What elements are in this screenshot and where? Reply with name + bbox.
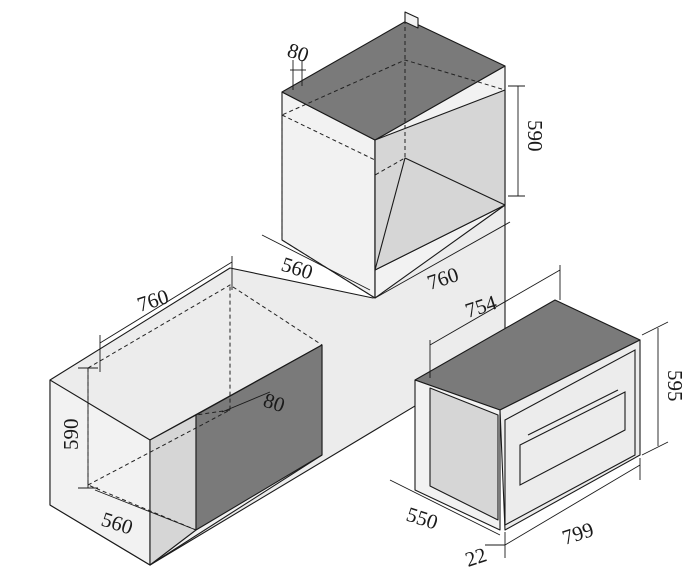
- dimension-lines: [78, 60, 669, 558]
- oven-appliance: [414, 299, 641, 531]
- upper-recess: [281, 20, 506, 299]
- upper-back-panel: [404, 11, 419, 29]
- oven-side-shadow: [429, 387, 499, 521]
- lower-recess-side: [149, 414, 197, 566]
- lower-recess-back: [195, 344, 323, 531]
- label-oven-front-thickness-22: 22: [462, 542, 489, 571]
- oven-door-frame: [504, 349, 636, 526]
- label-upper-height-590: 590: [523, 120, 547, 152]
- label-upper-notch-80: 80: [284, 38, 311, 67]
- oven-window: [519, 391, 626, 486]
- label-oven-front-width-799: 799: [559, 517, 596, 550]
- oven-handle: [527, 389, 619, 436]
- label-oven-depth-550: 550: [403, 502, 440, 535]
- upper-recess-floor: [374, 157, 506, 271]
- label-oven-height-595: 595: [663, 370, 687, 402]
- oven-front-panel: [499, 339, 641, 531]
- upper-tower-top: [281, 19, 506, 141]
- label-lower-height-590: 590: [59, 419, 83, 451]
